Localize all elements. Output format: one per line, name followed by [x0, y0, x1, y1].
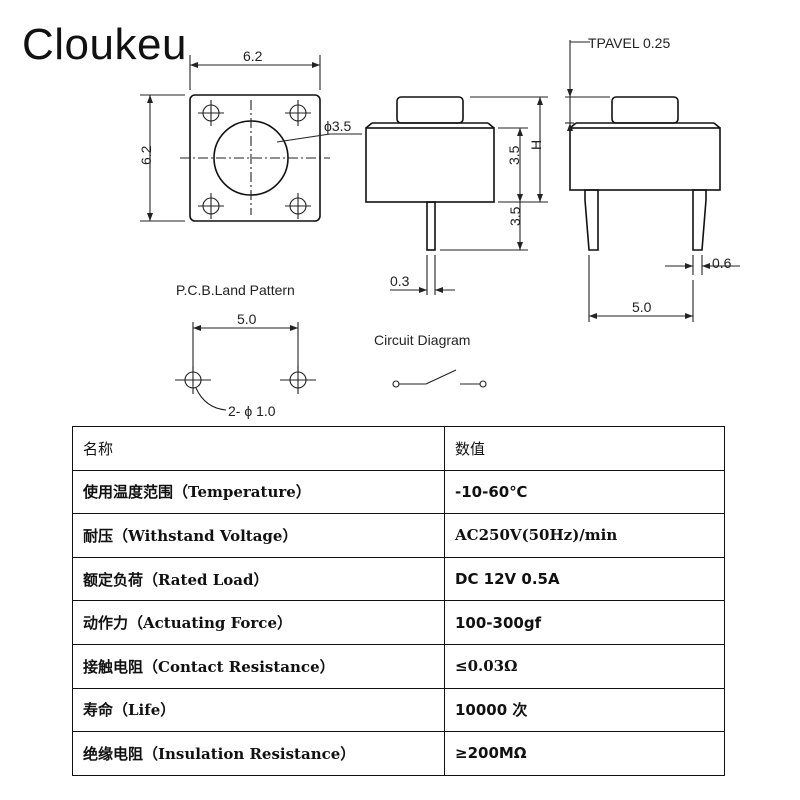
table-row: 寿命（Life） 10000 次 [72, 687, 725, 733]
pcb-width-label: 5.0 [237, 311, 257, 327]
spec-value-cell: 100-300gf [444, 600, 725, 645]
spec-name-cell: 寿命（Life） [72, 687, 445, 733]
left-height-label: 6.2 [138, 145, 154, 165]
pin-gap-label: 0.6 [712, 255, 732, 271]
spec-name-cell: 额定负荷（Rated Load） [72, 556, 445, 602]
side-width-label: 5.0 [632, 299, 652, 315]
hole-diameter-label: ϕ3.5 [324, 118, 352, 134]
front-view [365, 96, 548, 295]
h-dim-label: H [528, 140, 544, 150]
tpavel-label: TPAVEL 0.25 [588, 35, 670, 51]
table-row: 耐压（Withstand Voltage） AC250V(50Hz)/min [72, 513, 725, 558]
spec-name-cell: 绝缘电阻（Insulation Resistance） [72, 731, 445, 776]
spec-name-cell: 接触电阻（Contact Resistance） [72, 643, 445, 689]
table-row: 额定负荷（Rated Load） DC 12V 0.5A [72, 556, 725, 602]
header-name-cell: 名称 [72, 426, 445, 471]
table-row: 使用温度范围（Temperature） -10-60℃ [72, 469, 725, 515]
table-row: 绝缘电阻（Insulation Resistance） ≥200MΩ [72, 731, 725, 776]
circuit-title: Circuit Diagram [374, 332, 470, 348]
spec-value-cell: -10-60℃ [444, 469, 725, 515]
spec-table-body: 名称 数值 使用温度范围（Temperature） -10-60℃ 耐压（Wit… [72, 426, 725, 776]
brand-logo: Cloukeu [22, 20, 187, 69]
spec-value-cell: AC250V(50Hz)/min [444, 513, 725, 558]
table-row: 接触电阻（Contact Resistance） ≤0.03Ω [72, 643, 725, 689]
spec-name-cell: 使用温度范围（Temperature） [72, 469, 445, 515]
top-width-label: 6.2 [243, 48, 263, 64]
side-view [565, 40, 740, 322]
pcb-land-pattern [175, 322, 316, 411]
lower-dim-label: 3.5 [507, 206, 523, 226]
top-view [140, 55, 362, 222]
spec-value-cell: ≤0.03Ω [444, 643, 725, 689]
upper-dim-label: 3.5 [506, 145, 522, 165]
spec-name-cell: 耐压（Withstand Voltage） [72, 513, 445, 558]
pcb-holes-label: 2- ϕ 1.0 [228, 403, 276, 419]
spec-value-cell: 10000 次 [444, 687, 725, 733]
spec-value-cell: DC 12V 0.5A [444, 556, 725, 602]
technical-drawing: 6.2 6.2 ϕ3.5 3.5 3.5 H 0.3 [138, 35, 740, 419]
circuit-diagram [392, 369, 487, 388]
pcb-title: P.C.B.Land Pattern [176, 282, 295, 298]
spec-table: 名称 数值 使用温度范围（Temperature） -10-60℃ 耐压（Wit… [72, 426, 725, 776]
header-value-cell: 数值 [444, 426, 725, 471]
table-row: 动作力（Actuating Force） 100-300gf [72, 600, 725, 645]
spec-value-cell: ≥200MΩ [444, 731, 725, 776]
spec-name-cell: 动作力（Actuating Force） [72, 600, 445, 645]
pin-width-label: 0.3 [390, 273, 410, 289]
table-header-row: 名称 数值 [72, 426, 725, 471]
